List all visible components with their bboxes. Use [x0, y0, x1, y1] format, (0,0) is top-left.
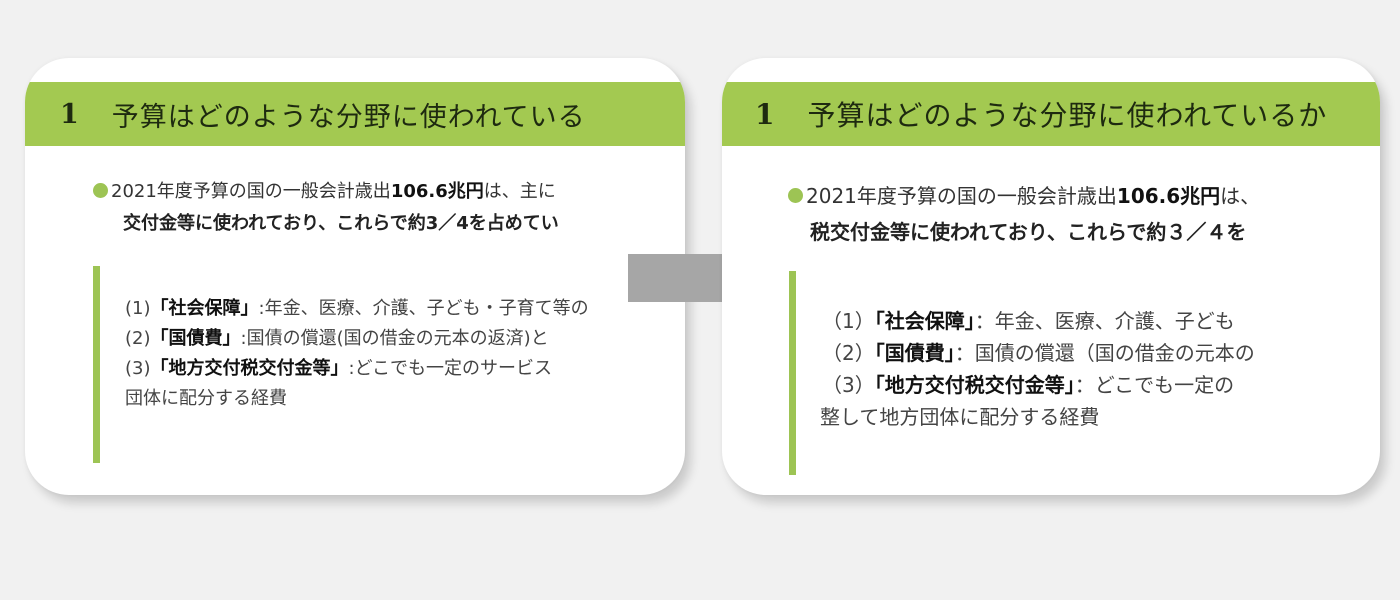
list-item: (2)「国債費」:国債の償還(国の借金の元本の返済)と: [125, 324, 589, 354]
intro-text: 2021年度予算の国の一般会計歳出: [806, 184, 1117, 208]
intro-text: は、主に: [483, 181, 556, 202]
item-marker: (1): [125, 298, 151, 319]
item-term: 「国債費」: [150, 328, 241, 349]
list-item-continuation: 整して地方団体に配分する経費: [820, 405, 1100, 429]
after-card: 1 予算はどのような分野に使われているか 2021年度予算の国の一般会計歳出10…: [722, 58, 1380, 495]
budget-amount: 106.6兆円: [1116, 184, 1221, 208]
item-marker: (3): [125, 358, 151, 379]
section-title: 予算はどのような分野に使われている: [111, 101, 586, 133]
item-term: 「地方交付税交付金等」: [874, 373, 1075, 397]
intro-line-2: 税交付金等に使われており、これらで約３／４を: [810, 220, 1247, 244]
item-term: 「社会保障」: [874, 309, 975, 333]
list-item: （2）「国債費」：国債の償還（国の借金の元本の: [822, 337, 1255, 369]
item-desc: :年金、医療、介護、子ども・子育て等の: [258, 298, 589, 319]
item-marker: （2）: [822, 341, 875, 365]
item-marker: （1）: [822, 309, 875, 333]
item-desc: ：国債の償還（国の借金の元本の: [954, 341, 1255, 365]
list-item: （3）「地方交付税交付金等」：どこでも一定の: [822, 369, 1255, 401]
intro-paragraph: 2021年度予算の国の一般会計歳出106.6兆円は、主に 交付金等に使われており…: [93, 176, 559, 240]
category-list: （1）「社会保障」：年金、医療、介護、子ども （2）「国債費」：国債の償還（国の…: [820, 305, 1255, 433]
list-item: (1)「社会保障」:年金、医療、介護、子ども・子育て等の: [125, 294, 589, 324]
bullet-dot-icon: [788, 188, 803, 203]
intro-text: は、: [1220, 184, 1261, 208]
intro-line-1: 2021年度予算の国の一般会計歳出106.6兆円は、: [788, 178, 1260, 214]
bullet-dot-icon: [93, 182, 108, 198]
item-desc: ：年金、医療、介護、子ども: [974, 309, 1235, 333]
item-marker: （3）: [822, 373, 875, 397]
category-list: (1)「社会保障」:年金、医療、介護、子ども・子育て等の (2)「国債費」:国債…: [125, 294, 589, 414]
item-term: 「地方交付税交付金等」: [150, 358, 349, 379]
quote-bar: [789, 271, 796, 475]
section-header: 1 予算はどのような分野に使われているか: [722, 82, 1380, 146]
item-desc: :国債の償還(国の借金の元本の返済)と: [240, 328, 549, 349]
intro-line-1: 2021年度予算の国の一般会計歳出106.6兆円は、主に: [93, 176, 559, 208]
item-desc: :どこでも一定のサービス: [348, 358, 553, 379]
quote-bar: [93, 266, 100, 463]
section-header: 1 予算はどのような分野に使われている: [25, 82, 685, 146]
item-desc: ：どこでも一定の: [1074, 373, 1235, 397]
item-marker: (2): [125, 328, 151, 349]
list-item: （1）「社会保障」：年金、医療、介護、子ども: [822, 305, 1255, 337]
item-term: 「社会保障」: [150, 298, 259, 319]
budget-amount: 106.6兆円: [390, 181, 484, 202]
list-item-continuation: 団体に配分する経費: [125, 388, 287, 409]
section-number: 1: [755, 97, 776, 131]
intro-text: 2021年度予算の国の一般会計歳出: [111, 181, 391, 202]
intro-paragraph: 2021年度予算の国の一般会計歳出106.6兆円は、 税交付金等に使われており、…: [788, 178, 1260, 250]
section-number: 1: [60, 98, 80, 130]
intro-line-2: 交付金等に使われており、これらで約3／4を占めてい: [123, 213, 559, 234]
item-term: 「国債費」: [874, 341, 955, 365]
section-title: 予算はどのような分野に使われているか: [807, 99, 1328, 132]
list-item: (3)「地方交付税交付金等」:どこでも一定のサービス: [125, 354, 589, 384]
before-card: 1 予算はどのような分野に使われている 2021年度予算の国の一般会計歳出106…: [25, 58, 685, 495]
